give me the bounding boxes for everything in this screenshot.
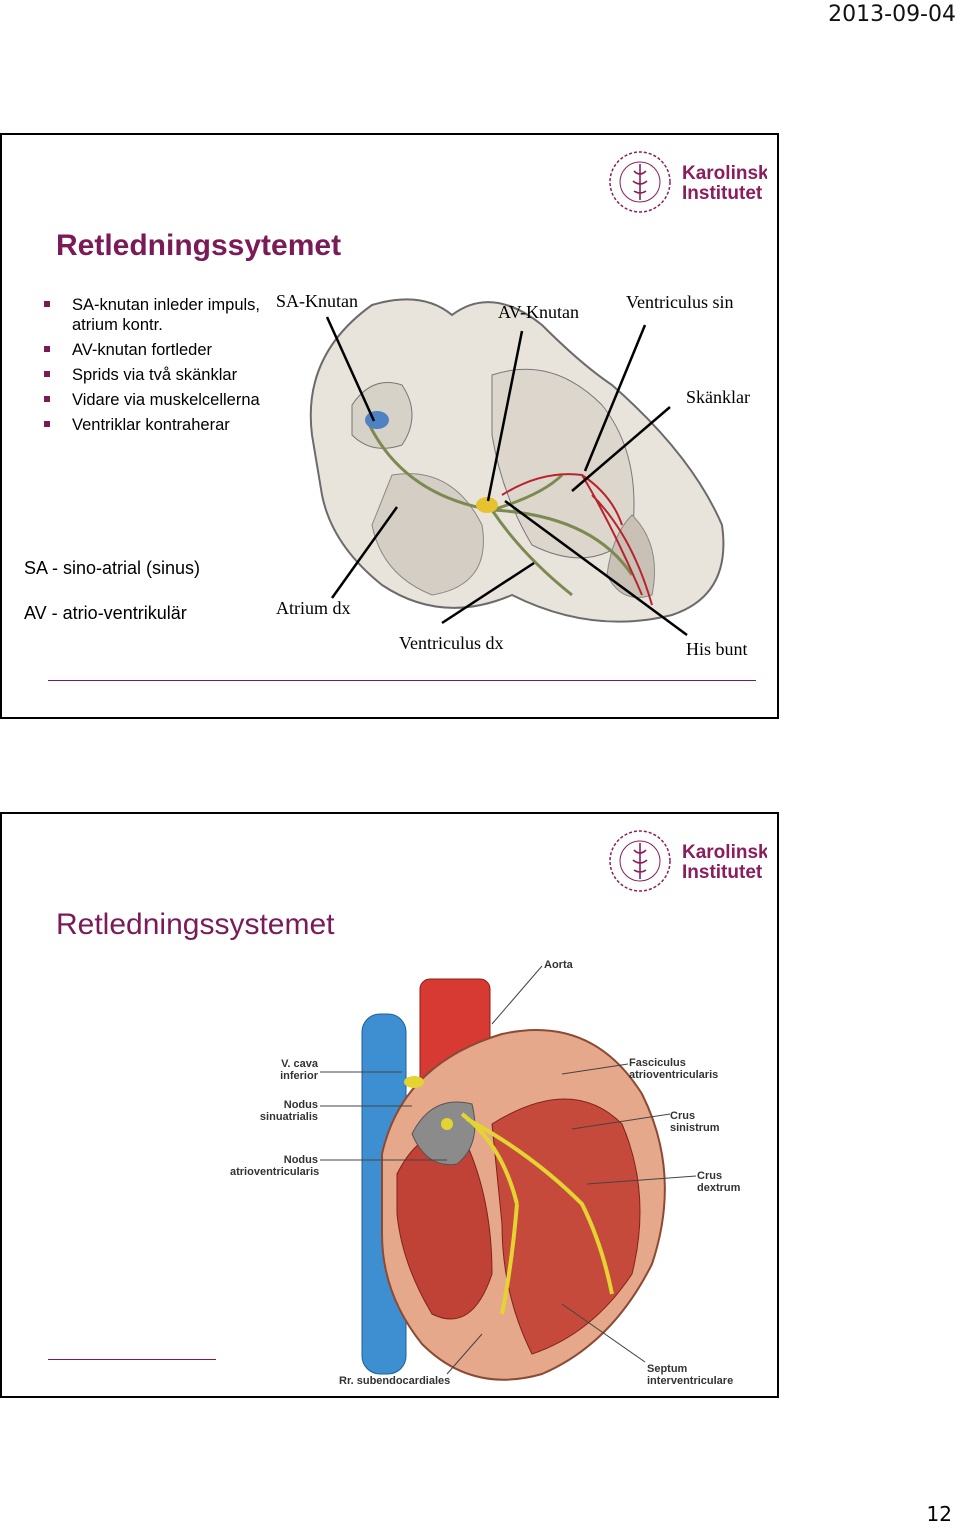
label-fasciculus: Fasciculus atrioventricularis — [629, 1057, 719, 1081]
label-pointer-lines — [325, 316, 688, 637]
label-skanklar: Skänklar — [686, 387, 750, 407]
label-nodus-sa: Nodus sinuatrialis — [259, 1099, 318, 1123]
bullet-item: Ventriklar kontraherar — [44, 415, 264, 435]
heart-conduction-illustration — [309, 298, 725, 623]
bullet-list: SA-knutan inleder impuls, atrium kontr. … — [44, 295, 264, 440]
bullet-item: AV-knutan fortleder — [44, 340, 264, 360]
footer-rule — [48, 1359, 216, 1360]
bullet-item: SA-knutan inleder impuls, atrium kontr. — [44, 295, 264, 335]
label-ventriculus-sin: Ventriculus sin — [626, 292, 734, 312]
page-number: 12 — [926, 1502, 952, 1526]
label-his-bunt: His bunt — [686, 639, 748, 659]
slide-1: Karolinska Institutet Retledningssytemet… — [0, 133, 779, 719]
label-v-cava: V. cava inferior — [280, 1058, 318, 1082]
slide1-title: Retledningssytemet — [56, 229, 342, 262]
heart-cross-section-illustration — [361, 978, 666, 1381]
bullet-item: Sprids via två skänklar — [44, 365, 264, 385]
bullet-item: Vidare via muskelcellerna — [44, 390, 264, 410]
label-nodus-av: Nodus atrioventricularis — [230, 1154, 320, 1178]
ki-logo-icon: Karolinska Institutet — [609, 151, 767, 213]
label-aorta: Aorta — [544, 959, 573, 971]
footer-rule — [48, 680, 756, 681]
av-node-shape — [476, 497, 498, 513]
label-septum: Septum interventriculare — [647, 1363, 734, 1387]
slide2-title: Retledningssystemet — [56, 908, 335, 941]
label-av-knutan: AV-Knutan — [498, 302, 580, 322]
slide-2: Karolinska Institutet Retledningssysteme… — [0, 812, 779, 1398]
logo-line1: Karolinska — [682, 842, 767, 863]
document-date: 2013-09-04 — [828, 2, 956, 27]
abbr-av: AV - atrio-ventrikulär — [24, 603, 187, 623]
abbr-sa: SA - sino-atrial (sinus) — [24, 558, 201, 578]
label-atrium-dx: Atrium dx — [276, 598, 351, 618]
label-sa-knutan: SA-Knutan — [276, 291, 358, 311]
logo-line2: Institutet — [682, 862, 763, 883]
label-rr-subendocardiales: Rr. subendocardiales — [339, 1375, 451, 1387]
label-leader-lines — [320, 965, 697, 1375]
label-ventriculus-dx: Ventriculus dx — [399, 633, 504, 653]
logo-line1: Karolinska — [682, 163, 767, 184]
label-crus-sinistrum: Crus sinistrum — [670, 1110, 720, 1134]
label-crus-dextrum: Crus dextrum — [697, 1170, 741, 1194]
logo-line2: Institutet — [682, 183, 763, 204]
ki-logo-icon: Karolinska Institutet — [609, 830, 767, 892]
